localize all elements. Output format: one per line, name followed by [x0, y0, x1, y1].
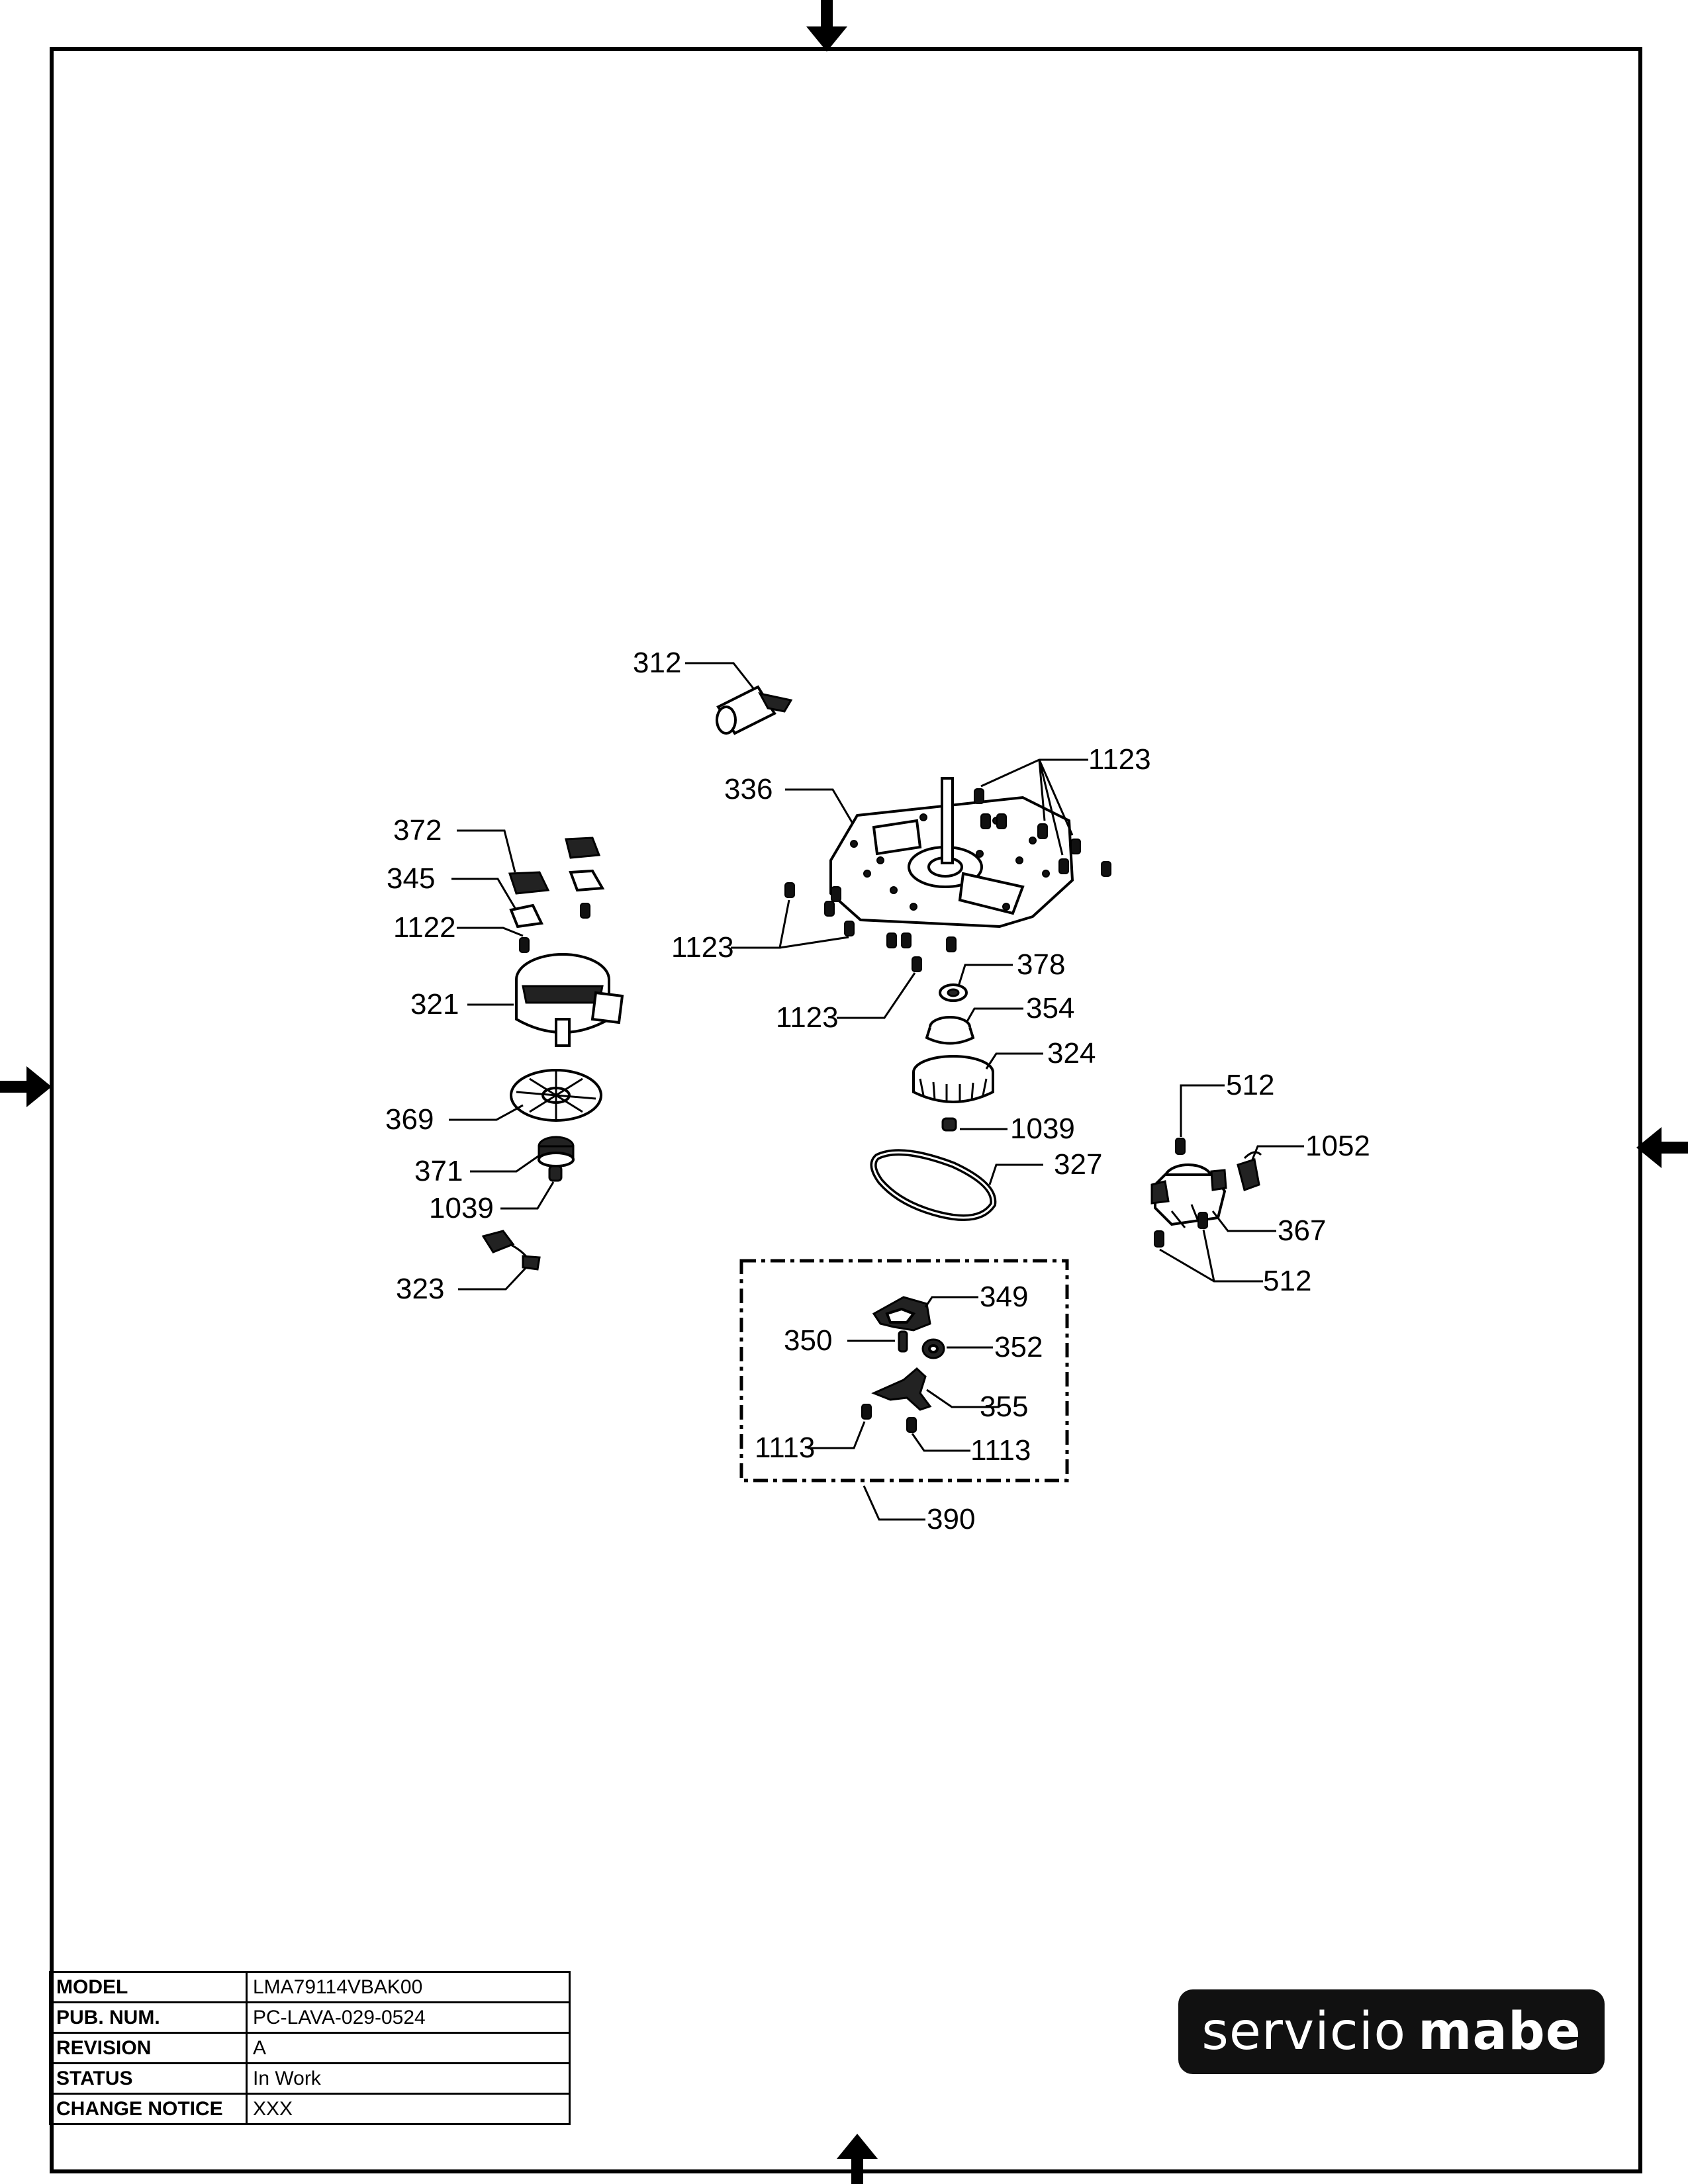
drawing-frame	[50, 47, 1642, 2173]
title-block: MODEL LMA79114VBAK00 PUB. NUM. PC-LAVA-0…	[49, 1971, 571, 2125]
part-1039-nut-right	[941, 1117, 957, 1132]
title-label: CHANGE NOTICE	[49, 2093, 248, 2125]
part-1122-screw	[519, 903, 590, 953]
title-value: XXX	[246, 2093, 571, 2125]
part-324-transmission-pulley	[912, 1055, 994, 1103]
part-352-cam	[921, 1338, 945, 1359]
callout-512-bottom: 512	[1263, 1265, 1311, 1297]
callout-350: 350	[784, 1324, 832, 1357]
kit-390-dashed-box	[739, 1259, 1069, 1482]
part-367-pump	[1150, 1163, 1227, 1228]
callout-1052: 1052	[1305, 1130, 1370, 1162]
servicio-mabe-logo: servicio mabe	[1178, 1989, 1605, 2074]
callout-371: 371	[414, 1155, 463, 1187]
part-354-seal	[925, 1016, 975, 1045]
part-1052-clamp	[1237, 1151, 1262, 1191]
title-label: PUB. NUM.	[49, 2001, 248, 2034]
callout-352: 352	[994, 1331, 1043, 1363]
callout-1113-left: 1113	[755, 1432, 815, 1464]
title-value: LMA79114VBAK00	[246, 1971, 571, 2003]
callout-1123-upper: 1123	[1088, 743, 1151, 776]
callout-1113-right: 1113	[970, 1434, 1031, 1467]
callout-312: 312	[633, 647, 681, 679]
callout-354: 354	[1026, 992, 1074, 1024]
callout-1123-lower: 1123	[776, 1001, 839, 1034]
callout-1122: 1122	[393, 911, 456, 944]
callout-345: 345	[387, 862, 435, 895]
title-row-change-notice: CHANGE NOTICE XXX	[49, 2093, 571, 2125]
part-312-capacitor	[716, 685, 793, 735]
title-label: MODEL	[49, 1971, 248, 2003]
part-327-belt	[870, 1149, 997, 1221]
part-1039-nut-left	[548, 1165, 563, 1182]
title-row-revision: REVISION A	[49, 2032, 571, 2064]
part-345-bracket	[509, 869, 605, 929]
callout-labels: 312 336 1123 372 345 1122 1123 1123 321 …	[385, 647, 1370, 1535]
callout-321: 321	[410, 988, 459, 1021]
title-row-pub-num: PUB. NUM. PC-LAVA-029-0524	[49, 2001, 571, 2034]
part-1113-screws	[861, 1404, 917, 1433]
callout-1039-right: 1039	[1010, 1113, 1075, 1145]
callout-512-top: 512	[1226, 1069, 1274, 1101]
title-value: A	[246, 2032, 571, 2064]
leader-lines	[449, 662, 1304, 1521]
part-369-motor-pulley-plate	[510, 1069, 602, 1122]
callout-1039-left: 1039	[429, 1192, 494, 1224]
part-336-transmission-plate	[829, 777, 1074, 929]
logo-text-light: servicio	[1201, 2002, 1407, 2062]
callout-372: 372	[393, 814, 442, 846]
callout-378: 378	[1017, 948, 1065, 981]
part-323-harness	[481, 1230, 541, 1271]
part-349-lever	[872, 1296, 931, 1332]
callout-367: 367	[1278, 1214, 1326, 1247]
part-1123-screws-left	[784, 882, 957, 972]
left-center-arrow	[0, 1066, 52, 1107]
logo-text-bold: mabe	[1418, 2002, 1581, 2062]
part-378-bushing	[939, 983, 968, 1002]
callout-355: 355	[980, 1390, 1028, 1423]
right-center-arrow	[1636, 1127, 1688, 1168]
callout-324: 324	[1047, 1037, 1096, 1069]
title-value: PC-LAVA-029-0524	[246, 2001, 571, 2034]
title-label: REVISION	[49, 2032, 248, 2064]
bottom-center-arrow	[837, 2134, 878, 2184]
part-350-pin	[898, 1330, 908, 1353]
callout-390: 390	[927, 1503, 975, 1535]
part-372-actuator	[508, 837, 601, 895]
callout-1123-left: 1123	[671, 931, 734, 964]
callout-336: 336	[724, 773, 773, 805]
title-label: STATUS	[49, 2062, 248, 2095]
callout-349: 349	[980, 1281, 1028, 1313]
part-1123-screws-upper	[974, 788, 1111, 877]
title-value: In Work	[246, 2062, 571, 2095]
title-row-model: MODEL LMA79114VBAK00	[49, 1971, 571, 2003]
part-512-screws	[1154, 1138, 1208, 1248]
top-center-arrow	[806, 0, 847, 52]
part-355-shift-fork	[871, 1367, 932, 1411]
part-321-motor	[515, 953, 624, 1047]
callout-323: 323	[396, 1273, 444, 1305]
title-row-status: STATUS In Work	[49, 2062, 571, 2095]
part-371-pulley	[538, 1136, 575, 1167]
callout-327: 327	[1054, 1148, 1102, 1181]
callout-369: 369	[385, 1103, 434, 1136]
